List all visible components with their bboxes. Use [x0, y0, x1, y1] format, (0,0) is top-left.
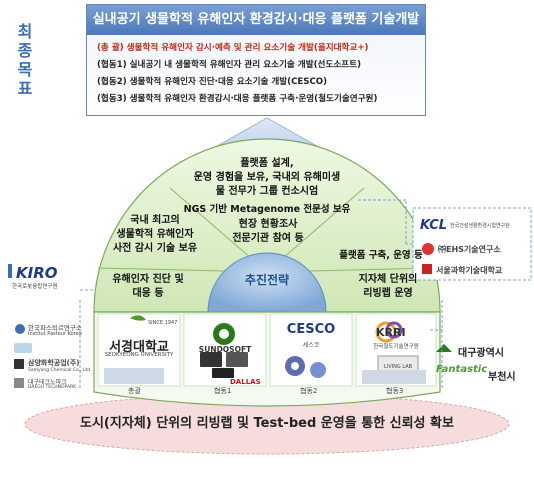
strategy-left-line: 생물학적 유해인자	[116, 229, 194, 240]
sundosoft-logo-text: SUNDOSOFT	[198, 345, 252, 354]
vc-logo-icon	[14, 343, 32, 353]
pasteur-logo-sub: Institut Pasteur Korea	[28, 331, 82, 337]
goal-label-char: 표	[17, 79, 33, 98]
cesco-gear-icon	[285, 356, 326, 378]
kiro-logo-icon	[8, 264, 12, 278]
seokyeong-logo-icon	[130, 315, 146, 321]
strategy-left-line: 국내 최고의	[130, 215, 180, 226]
goal-line-coop2: (협동2) 생물학적 유해인자 진단·대응 요소기술 개발(CESCO)	[97, 77, 328, 87]
strategy-left-low-text: 유해인자 진단 및 대응 등	[98, 273, 198, 301]
ehs-logo-icon	[422, 243, 434, 255]
strategy-top-text: 플랫폼 설계, 운영 경험을 보유, 국내외 유해미생 물 전무가 그룹 컨소시…	[180, 157, 354, 199]
daegu-city-logo-icon	[436, 344, 452, 352]
daegu-tp-logo-sub: DAEGU TECHNOPARK	[28, 385, 77, 390]
bucheon-fantastic-text: Fantastic	[436, 364, 488, 375]
strategy-left-low-line: 대응 등	[132, 288, 164, 299]
pasteur-logo-text: 한국파스퇴르연구소	[28, 324, 82, 332]
strategy-field-line: 전문기관 참여 등	[232, 233, 304, 244]
right-org-box	[412, 207, 532, 281]
dallas-logo-text: DALLAS	[230, 378, 261, 386]
goal-line-coop3: (협동3) 생물학적 유해인자 환경감시·대응 플랫폼 구축·운영(철도기술연구…	[97, 94, 378, 104]
seokyeong-since: SINCE 1947	[148, 320, 178, 326]
samyang-logo-sub: Samyang Chemical Co., Ltd.	[28, 368, 92, 373]
strategy-ngs-text: NGS 기반 Metagenome 전문성 보유	[183, 204, 351, 215]
ehs-logo-text: ㈜EHS기술연구소	[438, 245, 501, 254]
strategy-left-line: 사전 감시 기술 보유	[112, 243, 198, 254]
strategy-right-low-line: 지자체 단위의	[358, 274, 418, 285]
goal-label-char: 목	[17, 60, 33, 79]
strategy-top-line: 운영 경험을 보유, 국내외 유해미생	[193, 172, 341, 183]
living-lab-text: LIVING LAB	[384, 364, 413, 370]
strategy-right-low-text: 지자체 단위의 리빙랩 운영	[338, 273, 438, 301]
partner-label-coop3: 협동3	[386, 387, 404, 395]
center-circle	[207, 252, 327, 313]
sundosoft-logo-icon	[213, 323, 235, 345]
goal-title: 실내공기 생물학적 유해인자 환경감시·대응 플랫폼 기술개발	[87, 5, 425, 35]
strategy-field-line: 현장 현황조사	[238, 219, 298, 230]
goal-label-char: 종	[17, 41, 33, 60]
goal-label-char: 최	[17, 22, 33, 41]
bottom-reliability-text: 도시(지자체) 단위의 리빙랩 및 Test-bed 운영을 통한 신뢰성 확보	[80, 416, 454, 431]
goal-label: 최 종 목 표	[14, 22, 36, 98]
goal-line-coop1: (협동1) 실내공기 내 생물학적 유해인자 관리 요소기술 개발(선도소프트)	[97, 60, 362, 70]
krri-logo-icon	[375, 321, 403, 343]
krri-logo-sub: 한국철도기술연구원	[373, 344, 419, 350]
seoultech-logo-text: 서울과학기술대학교	[436, 266, 503, 275]
strategy-left-low-line: 유해인자 진단 및	[112, 274, 184, 285]
building-icon	[362, 370, 426, 384]
goal-line-main: (총 괄) 생물학적 유해인자 감시·예측 및 관리 요소기술 개발(을지대학교…	[97, 43, 369, 53]
cesco-logo-sub: 세스코	[302, 342, 320, 349]
kiro-logo-text: KIRO	[16, 264, 58, 282]
strategy-top-line: 물 전무가 그룹 컨소시엄	[215, 186, 319, 197]
partner-cell	[269, 313, 353, 387]
krri-logo-text: KRRI	[376, 326, 406, 339]
kcl-logo-text: KCL	[420, 218, 448, 233]
final-goal-box: 실내공기 생물학적 유해인자 환경감시·대응 플랫폼 기술개발 (총 괄) 생물…	[86, 4, 426, 116]
sundosoft-screens-icon	[200, 352, 248, 378]
cesco-logo-text: CESCO	[286, 322, 336, 337]
samyang-logo-text: 삼양화학공업(주)	[28, 359, 80, 367]
seoultech-logo-icon	[422, 264, 432, 274]
samyang-logo-icon	[14, 359, 24, 369]
kcl-logo-sub: 한국건설생활환경시험연구원	[450, 223, 510, 229]
strategy-top-line: 플랫폼 설계,	[240, 158, 294, 169]
strategy-right-low-line: 리빙랩 운영	[363, 288, 413, 299]
daegu-tp-logo-icon	[14, 378, 24, 388]
daegu-city-logo-text: 대구광역시	[458, 348, 504, 359]
strategy-field-text: 현장 현황조사 전문기관 참여 등	[218, 218, 318, 246]
pasteur-logo-icon	[15, 324, 25, 334]
kiro-logo-sub: 한국로봇융합연구원	[12, 284, 58, 290]
seokyeong-logo-sub: SEOKYEONG UNIVERSITY	[104, 352, 174, 358]
strategy-right-text: 플랫폼 구축, 운영 등	[339, 250, 423, 261]
partner-label-coop1: 협동1	[214, 387, 232, 395]
partner-label-coop2: 협동2	[300, 387, 318, 395]
daegu-tp-logo-text: 대구테크노파크	[28, 379, 67, 386]
partner-label-main: 총괄	[128, 387, 141, 395]
strategy-left-text: 국내 최고의 생물학적 유해인자 사전 감시 기술 보유	[100, 214, 210, 256]
strategy-center-label: 추진전략	[244, 273, 290, 287]
bucheon-logo-text: 부천시	[488, 372, 516, 383]
seokyeong-logo-text: 서경대학교	[109, 340, 169, 355]
building-icon	[104, 368, 164, 384]
